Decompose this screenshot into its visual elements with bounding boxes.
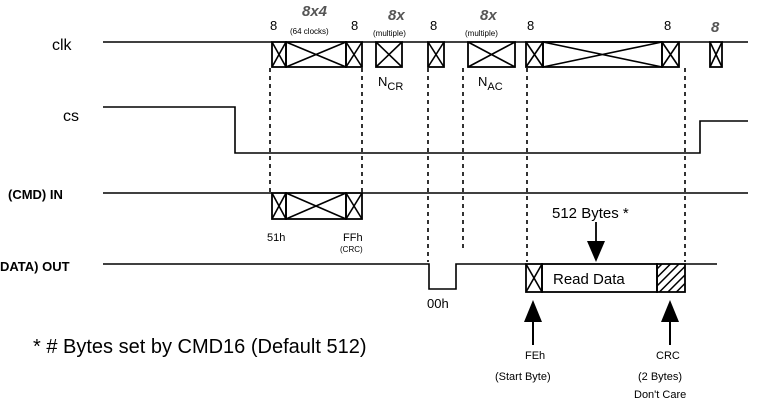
cmd-in-signal-label: (CMD) IN xyxy=(8,187,63,202)
footnote: * # Bytes set by CMD16 (Default 512) xyxy=(33,336,366,358)
feh-label: FEh xyxy=(525,350,545,362)
clk-note-label: (64 clocks) xyxy=(290,27,329,36)
clk-byte-block xyxy=(427,41,445,68)
cmd-51h-label: 51h xyxy=(267,232,285,244)
nac-label: NAC xyxy=(478,74,503,93)
read-data-label: Read Data xyxy=(553,271,625,288)
ncr-label: NCR xyxy=(378,74,403,93)
clk-count-label: 8 xyxy=(527,18,534,33)
clk-count-label: 8 xyxy=(711,19,720,36)
clk-count-label: 8 xyxy=(270,18,277,33)
clk-byte-block xyxy=(709,41,723,68)
feh-arrow xyxy=(524,300,542,322)
data-out-waveform xyxy=(103,263,717,293)
guide-lines xyxy=(269,68,686,262)
clk-waveform xyxy=(103,41,748,68)
data-out-signal-label: DATA) OUT xyxy=(0,259,70,274)
clk-count-label: 8 xyxy=(351,18,358,33)
clk-note-label: (multiple) xyxy=(465,29,498,38)
clk-group-label: 8x xyxy=(480,7,497,24)
dont-care-label: Don't Care xyxy=(634,389,686,401)
ffh-label: FFh xyxy=(343,232,363,244)
two-bytes-label: (2 Bytes) xyxy=(638,371,682,383)
clk-byte-block xyxy=(375,41,403,68)
clk-signal-label: clk xyxy=(52,37,73,54)
clk-byte-block xyxy=(661,41,680,68)
crc-hatched-block xyxy=(656,263,686,293)
start-byte-label: (Start Byte) xyxy=(495,371,551,383)
clk-count-label: 8 xyxy=(664,18,671,33)
bytes-arrow xyxy=(587,241,605,262)
cs-waveform xyxy=(103,106,748,154)
clk-byte-block xyxy=(467,41,516,68)
clk-count-label: 8 xyxy=(430,18,437,33)
clk-group-label: 8x xyxy=(388,7,405,24)
clk-note-label: (multiple) xyxy=(373,29,406,38)
clk-group-label: 8x4 xyxy=(302,3,328,20)
cmd-byte-block xyxy=(345,192,363,220)
bytes-512-label: 512 Bytes * xyxy=(552,205,629,222)
zero-h-label: 00h xyxy=(427,296,449,311)
cmd-in-waveform xyxy=(103,192,748,220)
crc-note-label: (CRC) xyxy=(340,245,363,254)
crc-label: CRC xyxy=(656,350,680,362)
cs-signal-label: cs xyxy=(63,108,79,125)
clk-byte-block xyxy=(345,41,363,68)
crc-arrow xyxy=(661,300,679,322)
